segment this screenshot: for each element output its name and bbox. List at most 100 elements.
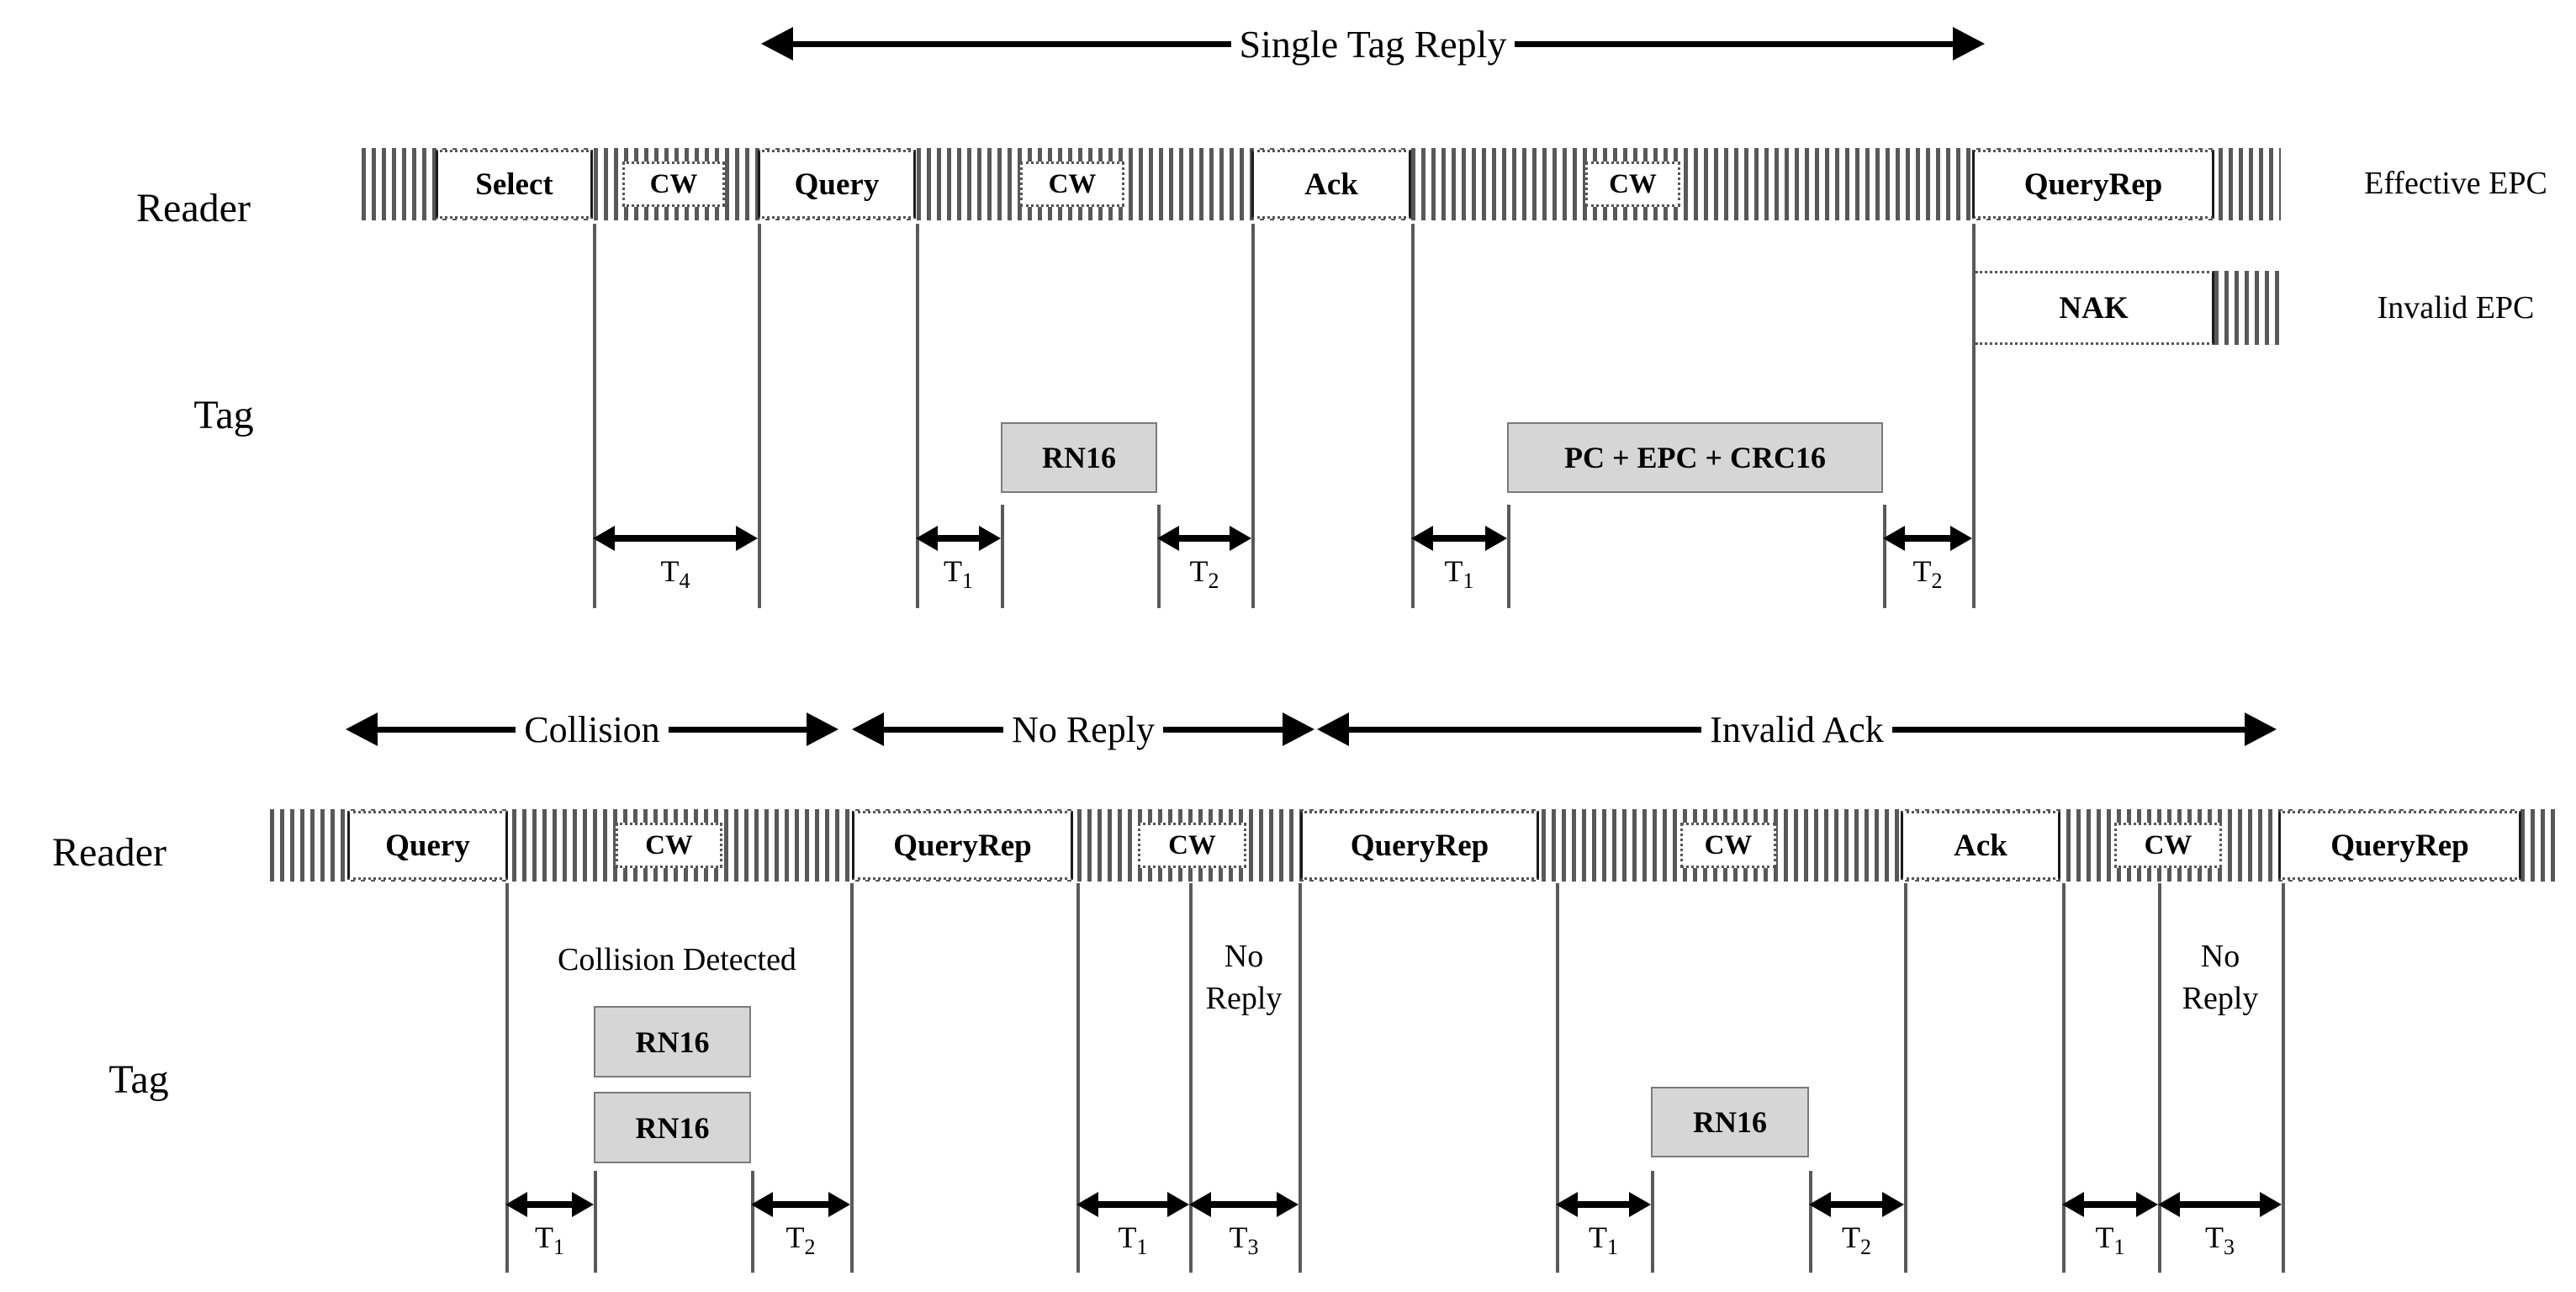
tag-box-rn16: RN16 (594, 1092, 751, 1163)
timing-arrow-t1 (1556, 1189, 1651, 1220)
reader-row-label: Reader (136, 186, 251, 230)
timing-label-t1: T1 (1444, 554, 1474, 594)
arrow-right-icon (1167, 1192, 1189, 1217)
no-reply-note: No Reply (2182, 939, 2259, 1016)
arrow-right-icon (1882, 1192, 1904, 1217)
span-arrow-label: Collision (524, 708, 660, 750)
guide-line (758, 224, 761, 608)
arrow-right-icon (807, 712, 838, 746)
arrow-line (1900, 535, 1955, 542)
span-arrow-label: Single Tag Reply (1239, 22, 1507, 66)
timing-label-t1: T1 (2095, 1221, 2125, 1260)
guide-line (2282, 883, 2285, 1273)
guide-line (1001, 505, 1004, 608)
arrow-right-icon (1629, 1192, 1651, 1217)
timing-arrow-t1 (1411, 523, 1507, 553)
timing-arrow-t1 (505, 1189, 594, 1220)
reader-block-ack: Ack (1901, 811, 2060, 880)
arrow-right-icon (1950, 526, 1972, 551)
timing-arrow-t1 (2062, 1189, 2158, 1220)
nak-carrier-band (2214, 271, 2281, 345)
arrow-line (1162, 726, 1283, 733)
arrow-line (1349, 726, 1702, 733)
arrow-line (1515, 40, 1954, 47)
arrow-line (378, 726, 516, 733)
tag-box-rn16: RN16 (594, 1006, 751, 1078)
guide-line (2158, 883, 2161, 1273)
timing-label-t2: T2 (785, 1221, 816, 1260)
arrow-right-icon (2136, 1192, 2158, 1217)
tag-row-label: Tag (108, 1057, 169, 1102)
guide-line (1972, 224, 1976, 608)
reader-block-query: Query (347, 811, 508, 880)
arrow-line (2079, 1201, 2141, 1208)
timing-label-t2: T2 (1842, 1221, 1871, 1260)
guide-line (1904, 883, 1907, 1273)
timing-arrow-t3 (1189, 1189, 1299, 1220)
reader-block-cw: CW (1680, 823, 1776, 868)
arrow-right-icon (736, 526, 758, 551)
timing-label-t3: T3 (1229, 1221, 1259, 1260)
guide-line (1556, 883, 1559, 1273)
span-arrow-label: No Reply (1012, 708, 1155, 750)
effective-epc-label: Effective EPC (2364, 166, 2547, 201)
arrow-right-icon (1277, 1192, 1299, 1217)
collision-span-arrow: Collision (346, 708, 838, 750)
arrow-line (1206, 1201, 1282, 1208)
arrow-right-icon (979, 526, 1001, 551)
arrow-right-icon (572, 1192, 594, 1217)
tag-box-rn16: RN16 (1651, 1087, 1809, 1157)
arrow-line (1826, 1201, 1887, 1208)
no-reply-span-arrow: No Reply (852, 708, 1315, 750)
timing-label-t1: T1 (1589, 1221, 1618, 1260)
reader-block-queryrep: QueryRep (852, 811, 1073, 880)
arrow-left-icon (1317, 712, 1349, 746)
reader-block-ack: Ack (1251, 150, 1411, 219)
guide-line (2062, 883, 2066, 1273)
arrow-line (668, 726, 807, 733)
arrow-line (793, 40, 1231, 47)
timing-arrow-t3 (2158, 1189, 2282, 1220)
arrow-line (1573, 1201, 1634, 1208)
span-arrow-label: Invalid Ack (1710, 708, 1884, 750)
guide-line (1883, 505, 1886, 608)
guide-line (1299, 883, 1302, 1273)
reader-block-cw: CW (622, 162, 725, 207)
guide-line (1411, 224, 1415, 608)
arrow-right-icon (1485, 526, 1507, 551)
reader-block-queryrep: QueryRep (2278, 811, 2521, 880)
guide-line (1651, 1171, 1654, 1273)
timing-arrow-t2 (1809, 1189, 1904, 1220)
tag-box-pc-epc-crc16: PC + EPC + CRC16 (1507, 422, 1883, 493)
timing-arrow-t2 (1157, 523, 1251, 553)
arrow-line (610, 535, 741, 542)
timing-arrow-t1 (1076, 1189, 1189, 1220)
reader-block-cw: CW (1585, 162, 1680, 207)
timing-label-t1: T1 (535, 1221, 564, 1260)
arrow-right-icon (1230, 526, 1251, 551)
invalid-epc-label: Invalid EPC (2377, 290, 2535, 326)
reader-block-queryrep: QueryRep (1300, 811, 1539, 880)
arrow-left-icon (852, 712, 884, 746)
arrow-right-icon (1953, 27, 1986, 61)
reader-block-cw: CW (1138, 823, 1246, 868)
guide-line (594, 1171, 597, 1273)
guide-line (505, 883, 509, 1273)
reader-block-select: Select (436, 150, 593, 219)
reader-block-cw: CW (1020, 162, 1124, 207)
reader-block-cw: CW (616, 823, 722, 868)
arrow-line (2175, 1201, 2265, 1208)
arrow-right-icon (828, 1192, 850, 1217)
guide-line (1507, 505, 1510, 608)
guide-line (1809, 1171, 1812, 1273)
reader-block-cw: CW (2114, 823, 2222, 868)
timing-arrow-t4 (593, 523, 758, 553)
single-tag-reply-span-arrow: Single Tag Reply (761, 23, 1986, 66)
timing-arrow-t1 (916, 523, 1001, 553)
timing-arrow-t2 (1883, 523, 1972, 553)
arrow-right-icon (1283, 712, 1315, 746)
timing-label-t4: T4 (660, 554, 690, 594)
arrow-line (768, 1201, 833, 1208)
timing-label-t2: T2 (1189, 554, 1219, 594)
